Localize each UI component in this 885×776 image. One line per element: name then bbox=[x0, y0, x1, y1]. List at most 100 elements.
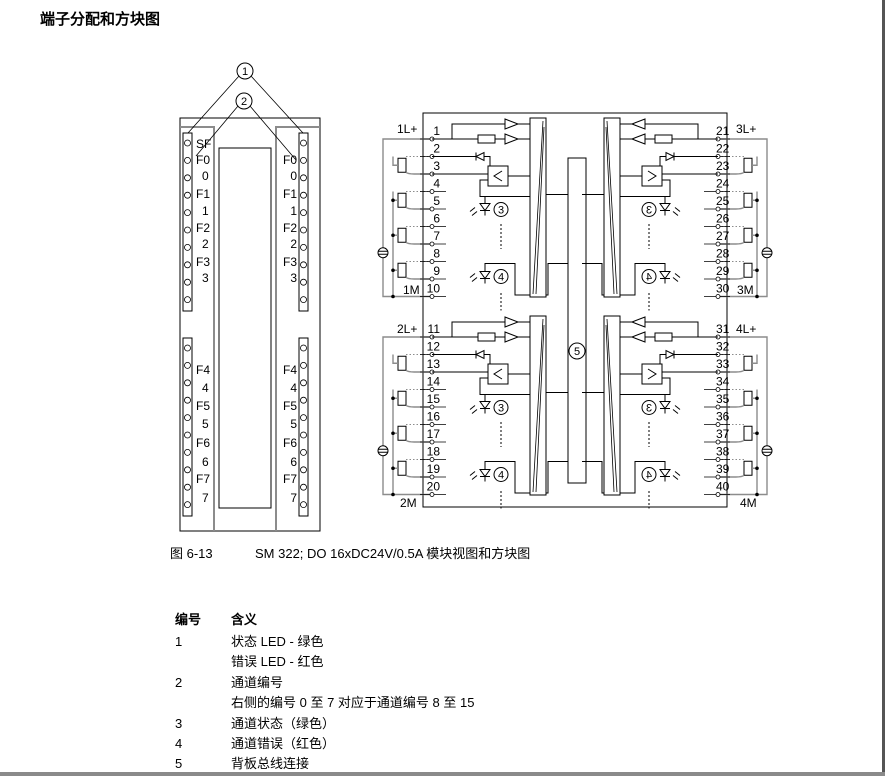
terminal-icon bbox=[429, 422, 435, 427]
wire bbox=[392, 354, 398, 364]
led-icon bbox=[184, 174, 191, 182]
terminal-number: 6 bbox=[433, 212, 440, 226]
terminal-number: 33 bbox=[716, 357, 730, 371]
terminal-icon bbox=[429, 241, 435, 247]
terminal-icon bbox=[715, 439, 721, 445]
led-icon bbox=[184, 396, 191, 404]
wire bbox=[718, 474, 745, 478]
row-meaning: 通道错误（红色） bbox=[231, 736, 336, 751]
terminal-number: 31 bbox=[716, 322, 730, 336]
wire bbox=[620, 123, 718, 140]
load-coil-icon bbox=[743, 460, 753, 476]
terminal-icon bbox=[715, 422, 721, 427]
page-title: 端子分配和方块图 bbox=[40, 11, 161, 28]
terminal-icon bbox=[429, 294, 435, 299]
junction-dot bbox=[755, 198, 759, 203]
error-led-icon bbox=[582, 461, 671, 494]
callout-circle bbox=[493, 467, 509, 482]
junction-dot bbox=[755, 466, 759, 471]
callout-number: 4 bbox=[646, 470, 652, 482]
supply-wire bbox=[718, 138, 768, 298]
callout-number: 3 bbox=[498, 403, 504, 415]
wire bbox=[432, 173, 530, 204]
amplifier-icon bbox=[493, 368, 503, 380]
terminal-icon bbox=[715, 224, 721, 229]
terminal-number: 35 bbox=[716, 392, 730, 406]
junction-dot bbox=[755, 396, 759, 401]
load-coil-icon bbox=[743, 192, 753, 208]
terminal-number: 32 bbox=[716, 340, 730, 354]
terminal-number: 9 bbox=[433, 264, 440, 278]
terminal-number: 34 bbox=[716, 375, 730, 389]
led-label: 1 bbox=[290, 204, 297, 218]
multiplexer-diagonal bbox=[605, 318, 618, 493]
supply-label-m2: 2M bbox=[400, 496, 417, 510]
led-icon bbox=[184, 139, 191, 147]
callout-number: 4 bbox=[646, 272, 652, 284]
callout-circle bbox=[493, 400, 509, 415]
load-coil-icon bbox=[743, 390, 753, 406]
led-label: 5 bbox=[290, 417, 297, 431]
power-supply-icon bbox=[761, 247, 773, 259]
horizontal-scrollbar[interactable] bbox=[0, 772, 885, 776]
led-icon bbox=[184, 414, 191, 422]
wire bbox=[718, 276, 745, 280]
wire bbox=[718, 241, 745, 245]
module-view: SFF00F11F22F33F00F11F22F33F44F55F66F77F4… bbox=[179, 62, 321, 532]
led-icon bbox=[184, 278, 191, 286]
led-icon bbox=[184, 191, 191, 199]
wire bbox=[405, 171, 432, 175]
led-icon bbox=[300, 344, 307, 352]
led-icon bbox=[300, 174, 307, 182]
terminal-number: 16 bbox=[427, 410, 441, 424]
junction-dot bbox=[391, 396, 395, 401]
power-supply-icon bbox=[377, 247, 389, 259]
terminal-number: 38 bbox=[716, 445, 730, 459]
led-label: F6 bbox=[283, 436, 297, 450]
terminal-icon bbox=[715, 294, 721, 299]
row-meaning: 通道状态（绿色） bbox=[231, 716, 336, 731]
terminal-icon bbox=[429, 189, 435, 194]
terminal-number: 30 bbox=[716, 282, 730, 296]
led-label: 5 bbox=[202, 417, 209, 431]
wire bbox=[405, 439, 432, 443]
terminal-icon bbox=[429, 439, 435, 445]
led-icon bbox=[300, 139, 307, 147]
load-coil-icon bbox=[397, 192, 407, 208]
power-supply-icon bbox=[377, 445, 389, 457]
right-quadrant: 34 bbox=[582, 315, 773, 509]
light-rays-icon bbox=[469, 273, 478, 282]
led-icon bbox=[184, 344, 191, 352]
callout-circle bbox=[235, 92, 253, 110]
load-coil-icon bbox=[397, 390, 407, 406]
supply-wire bbox=[382, 138, 432, 298]
led-icon bbox=[184, 431, 191, 439]
led-icon bbox=[300, 448, 307, 456]
wire bbox=[405, 241, 432, 245]
terminal-number: 27 bbox=[716, 229, 730, 243]
led-icon bbox=[184, 243, 191, 251]
supply-wire bbox=[382, 336, 432, 496]
power-supply-icon bbox=[378, 448, 388, 453]
callout-number: 3 bbox=[646, 205, 652, 217]
terminal-number: 40 bbox=[716, 480, 730, 494]
wire bbox=[718, 369, 745, 373]
led-label: F5 bbox=[283, 399, 297, 413]
led-icon bbox=[184, 209, 191, 217]
row-meaning: 背板总线连接 bbox=[231, 756, 310, 771]
load-coil-icon bbox=[397, 227, 407, 243]
status-led-icon bbox=[659, 401, 671, 414]
led-icon bbox=[300, 209, 307, 217]
led-icon bbox=[184, 261, 191, 269]
terminal-icon bbox=[715, 474, 721, 480]
wire bbox=[432, 123, 530, 140]
terminal-icon bbox=[429, 474, 435, 480]
terminal-number: 8 bbox=[433, 247, 440, 261]
status-led-icon bbox=[659, 203, 671, 216]
supply-label-m3: 3M bbox=[737, 283, 754, 297]
wire bbox=[405, 369, 432, 373]
junction-dot bbox=[755, 233, 759, 238]
block-diagram: 3434343451234567891011121314151617181920… bbox=[377, 112, 773, 510]
terminal-number: 2 bbox=[433, 142, 440, 156]
supply-label-l3: 3L+ bbox=[736, 122, 756, 136]
